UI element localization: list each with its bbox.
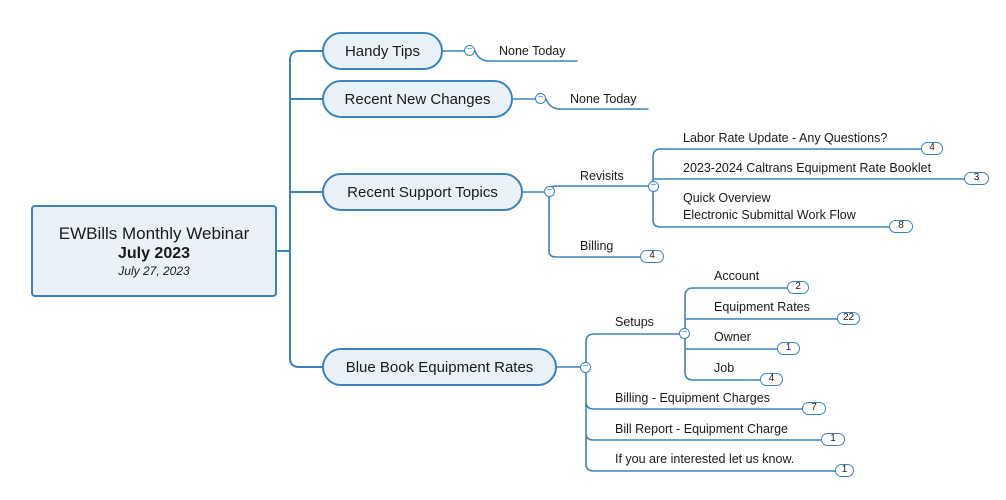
central-topic-date: July 27, 2023 [118, 264, 190, 278]
subtopic-owner[interactable]: Owner [714, 330, 751, 344]
central-topic[interactable]: EWBills Monthly Webinar July 2023 July 2… [31, 205, 277, 297]
count-badge: 1 [777, 342, 800, 355]
subtopic-billing-equipment-charges[interactable]: Billing - Equipment Charges [615, 391, 770, 405]
subtopic-equipment-rates[interactable]: Equipment Rates [714, 300, 810, 314]
topic-label: Recent New Changes [344, 90, 491, 108]
note-recent-new-changes: None Today [570, 92, 637, 106]
count-badge: 8 [889, 220, 913, 233]
count-badge: 3 [964, 172, 989, 185]
connector-handy-tips-note [442, 50, 578, 62]
collapse-toggle-blue-book[interactable]: − [580, 362, 591, 373]
collapse-toggle-revisits[interactable]: − [648, 181, 659, 192]
count-badge: 1 [835, 464, 854, 477]
count-badge: 1 [821, 433, 845, 446]
subtopic-account[interactable]: Account [714, 269, 760, 283]
collapse-toggle-recent-new-changes[interactable]: − [535, 93, 546, 104]
subtopic-electronic-submittal[interactable]: Electronic Submittal Work Flow [683, 208, 856, 222]
subtopic-bill-report-equipment-charge[interactable]: Bill Report - Equipment Charge [615, 422, 788, 436]
topic-recent-new-changes[interactable]: Recent New Changes [322, 80, 513, 118]
topic-label: Recent Support Topics [347, 183, 498, 201]
subtopic-quick-overview[interactable]: Quick Overview [683, 191, 771, 205]
count-badge: 2 [787, 281, 809, 294]
connector-trunk-vertical [289, 50, 323, 368]
subtopic-caltrans-rate-booklet[interactable]: 2023-2024 Caltrans Equipment Rate Bookle… [683, 161, 932, 175]
subtopic-billing[interactable]: Billing [580, 239, 614, 253]
collapse-toggle-recent-support-topics[interactable]: − [544, 186, 555, 197]
topic-label: Blue Book Equipment Rates [345, 358, 534, 376]
topic-handy-tips[interactable]: Handy Tips [322, 32, 443, 70]
subtopic-job[interactable]: Job [714, 361, 735, 375]
connector-bluebook-children [585, 333, 836, 472]
count-badge: 7 [802, 402, 826, 415]
connector-new-changes-note [512, 98, 649, 110]
note-handy-tips: None Today [499, 44, 566, 58]
count-badge: 4 [921, 142, 943, 155]
subtopic-interested-let-us-know[interactable]: If you are interested let us know. [615, 452, 795, 466]
topic-label: Handy Tips [344, 42, 421, 60]
collapse-toggle-setups[interactable]: − [679, 328, 690, 339]
count-badge: 4 [640, 250, 664, 263]
connector-billing [548, 196, 641, 258]
subtopic-labor-rate-update[interactable]: Labor Rate Update - Any Questions? [683, 131, 888, 145]
connector-setups-children [684, 287, 838, 381]
count-badge: 22 [837, 312, 860, 325]
count-badge: 4 [760, 373, 783, 386]
connector-revisits [548, 185, 651, 189]
central-topic-subtitle: July 2023 [117, 245, 191, 262]
topic-blue-book-equipment-rates[interactable]: Blue Book Equipment Rates [322, 348, 557, 386]
subtopic-revisits[interactable]: Revisits [580, 169, 624, 183]
subtopic-setups[interactable]: Setups [615, 315, 654, 329]
topic-recent-support-topics[interactable]: Recent Support Topics [322, 173, 523, 211]
central-topic-title: EWBills Monthly Webinar [58, 224, 250, 243]
collapse-toggle-handy-tips[interactable]: − [464, 45, 475, 56]
